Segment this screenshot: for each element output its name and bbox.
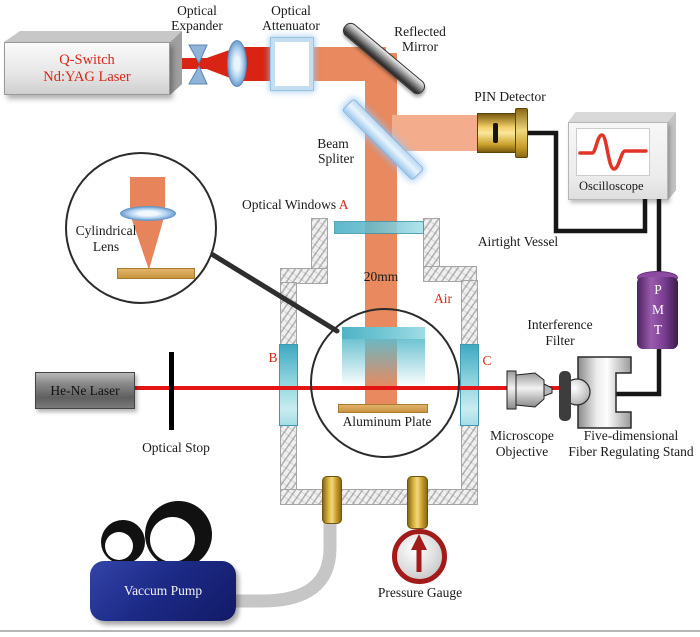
optical-attenuator-cube — [270, 37, 314, 91]
window-b-letter: B — [268, 350, 278, 365]
inset-target-plate — [117, 268, 195, 279]
ndyag-laser-top-face — [4, 31, 182, 42]
beam-width-label: 20mm — [363, 269, 399, 284]
interference-filter-label-line1: Interference — [527, 317, 593, 332]
vessel-neck-wall-right — [423, 218, 440, 270]
reflected-mirror-label-line2: Mirror — [402, 39, 438, 54]
vacuum-tube — [229, 516, 337, 608]
window-a-letter: A — [338, 197, 349, 212]
vacuum-pump-label: Vaccum Pump — [123, 583, 203, 598]
split-beam-to-pin — [392, 115, 478, 151]
beam-splitter-label-line2: Spliter — [318, 151, 354, 166]
vessel-wall-right-lower — [461, 425, 478, 492]
optical-expander-label-line2: Expander — [171, 18, 223, 33]
oscilloscope-label: Oscilloscope — [579, 179, 644, 193]
pin-detector-label: PIN Detector — [474, 89, 546, 104]
pmt-letter-t: T — [653, 322, 663, 337]
cylindrical-lens-inset: Cylindrical Lens — [65, 152, 217, 304]
microscope-objective-label-line1: Microscope — [490, 428, 554, 443]
microscope-objective-shape — [506, 370, 553, 410]
reflected-mirror-label-line1: Reflected — [394, 24, 446, 39]
fiber-stand-label-line1: Five-dimensional — [583, 428, 679, 443]
interference-filter-label-line2: Filter — [545, 333, 575, 348]
inset-lens-icon — [120, 206, 176, 221]
optical-windows-text: Optical Windows — [242, 197, 337, 212]
optical-expander-label-line1: Optical — [177, 3, 217, 18]
ndyag-laser-label-line2: Nd:YAG Laser — [43, 68, 131, 85]
ndyag-laser-box: Q-Switch Nd:YAG Laser — [4, 42, 170, 95]
vessel-wall-left-upper — [280, 282, 297, 345]
air-label: Air — [434, 291, 452, 306]
optical-attenuator-label-line2: Attenuator — [262, 18, 320, 33]
optical-window-c — [460, 344, 479, 426]
convex-lens-icon — [227, 40, 247, 87]
interference-filter-bar — [559, 371, 571, 421]
hene-laser-box: He-Ne Laser — [35, 372, 135, 409]
vessel-bottom-wall — [280, 489, 478, 505]
oscilloscope-waveform — [578, 133, 648, 171]
pressure-gauge-label: Pressure Gauge — [377, 585, 463, 600]
optical-window-a — [334, 221, 424, 234]
figure-bottom-rule — [0, 630, 700, 632]
pump-wheel-large — [145, 501, 212, 568]
gauge-pipe — [407, 476, 428, 529]
optical-windows-label: Optical Windows A — [242, 197, 348, 212]
pmt-tube — [637, 277, 678, 349]
beam-splitter-label-line1: Beam — [317, 136, 349, 151]
vessel-neck-wall-left — [311, 218, 328, 270]
microscope-objective-label-line2: Objective — [495, 444, 549, 459]
cylindrical-lens-label-line2: Lens — [92, 239, 120, 254]
pump-wheel-large-hub — [150, 517, 195, 562]
pin-detector-slit — [493, 123, 498, 143]
pin-detector-flange — [515, 108, 528, 158]
vessel-wall-left-lower — [280, 425, 297, 492]
airtight-vessel-label: Airtight Vessel — [477, 234, 559, 249]
optical-stop-bar — [169, 352, 174, 430]
aluminum-plate-label: Aluminum Plate — [342, 414, 432, 429]
pmt-letter-p: P — [654, 282, 662, 297]
magnified-region-circle — [310, 308, 460, 458]
pump-wheel-small — [101, 520, 145, 564]
oscilloscope-top-face — [568, 112, 676, 122]
vacuum-pump-body: Vaccum Pump — [90, 561, 236, 621]
fiber-stand-shape — [563, 356, 632, 429]
fiber-stand-label-line2: Fiber Regulating Stand — [568, 444, 694, 459]
ndyag-laser-label-line1: Q-Switch — [59, 51, 115, 68]
pmt-letter-m: M — [651, 302, 665, 317]
vessel-shoulder-right — [423, 266, 477, 282]
wire-pmt-to-stand — [616, 347, 662, 397]
window-c-letter: C — [482, 353, 492, 368]
cylindrical-lens-label-line1: Cylindrical — [75, 223, 137, 238]
optical-stop-label: Optical Stop — [142, 440, 210, 455]
vessel-wall-right-upper — [461, 280, 478, 345]
optical-attenuator-label-line1: Optical — [271, 3, 311, 18]
ndyag-laser-side-face — [170, 31, 182, 95]
optical-window-b — [279, 344, 298, 426]
pump-wheel-small-hub — [105, 532, 133, 560]
oscilloscope-side-face — [668, 112, 676, 200]
hene-laser-label: He-Ne Laser — [50, 382, 120, 398]
vacuum-pipe — [322, 476, 342, 524]
oscilloscope-screen — [576, 128, 650, 176]
pressure-gauge-dial — [392, 529, 447, 584]
